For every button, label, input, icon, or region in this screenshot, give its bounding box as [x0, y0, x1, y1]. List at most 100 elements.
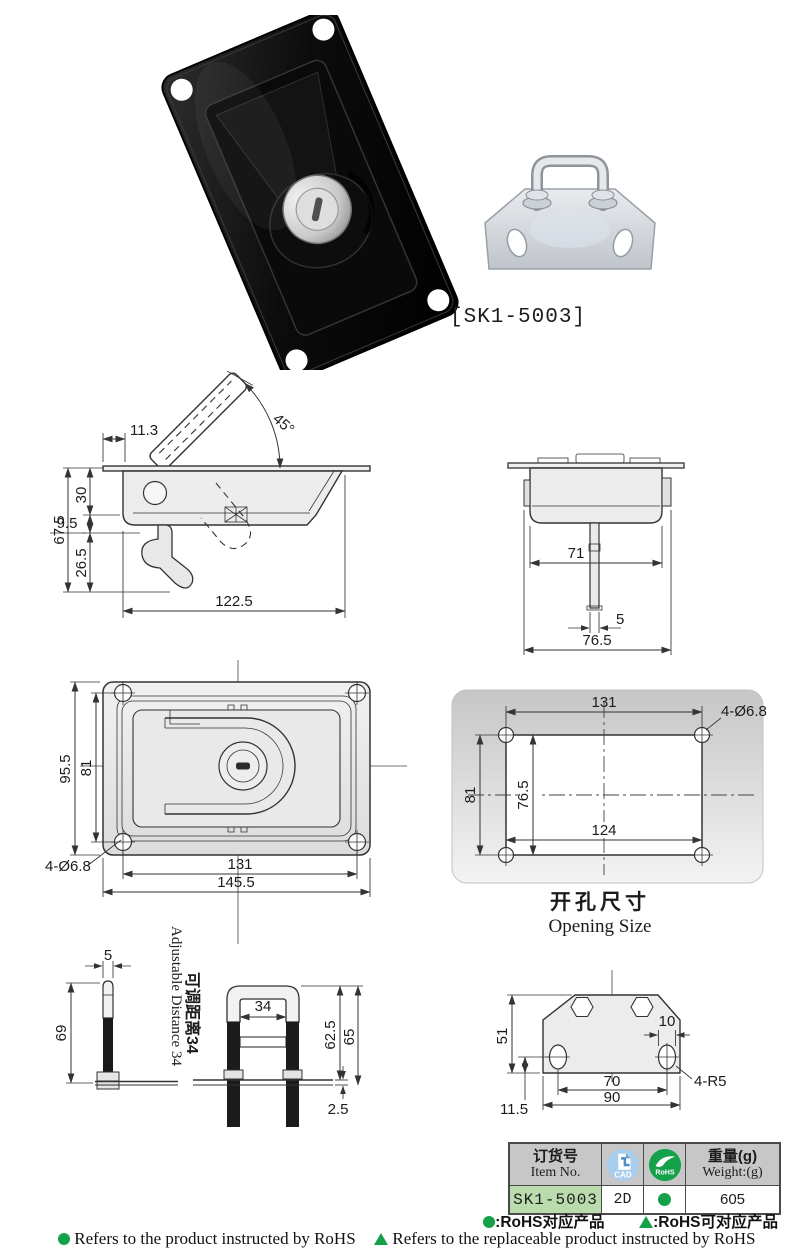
cad-icon: CAD [606, 1148, 639, 1181]
keeper-outline [542, 994, 681, 1074]
dim-26-5: 26.5 [73, 548, 90, 577]
dimension-lines [475, 706, 722, 856]
rohs-dot-icon [658, 1193, 671, 1206]
header-weight-en: Weight:(g) [702, 1165, 763, 1180]
dim-81: 81 [462, 787, 479, 804]
header-item-en: Item No. [530, 1165, 581, 1180]
mount-hole [285, 349, 308, 370]
cad-value: 2D [602, 1186, 644, 1213]
dim-67-5: 67.5 [51, 515, 68, 544]
dim-65: 65 [341, 1029, 358, 1046]
pawl-open-dashed [200, 482, 252, 550]
legend-en-tri-text: Refers to the replaceable product instru… [392, 1229, 756, 1248]
product-code-label: [SK1-5003] [450, 306, 587, 329]
dim-131: 131 [227, 856, 252, 873]
mount-hole [427, 289, 450, 312]
rohs-icon: RoHS [648, 1148, 681, 1181]
header-item-zh: 订货号 [532, 1148, 578, 1165]
rohs-dot-icon [483, 1216, 496, 1228]
legend-zh-tri-text: :RoHS可对应产品 [653, 1214, 778, 1231]
latch-stem [589, 522, 600, 609]
rohs-triangle-icon [639, 1216, 654, 1228]
legend-en-dot-text: Refers to the product instructed by RoHS [74, 1229, 356, 1248]
header-cad: CAD [602, 1144, 644, 1186]
hex-hole [570, 996, 594, 1018]
keeper-slot [506, 228, 528, 258]
dim-131: 131 [591, 694, 616, 711]
legend-zh: :RoHS对应产品 :RoHS可对应产品 [400, 1210, 778, 1232]
u-bolt-drawing: 34 62.5 65 2.5 [193, 985, 363, 1127]
dimension-lines [239, 985, 363, 1099]
dim-2-5: 2.5 [328, 1101, 349, 1118]
dim-95-5: 95.5 [57, 754, 74, 783]
front-view-drawing: 95.5 81 4-Ø6.8 131 145.5 [45, 660, 407, 944]
dim-11-3: 11.3 [130, 422, 158, 439]
dim-51: 51 [494, 1028, 511, 1045]
mount-hole [312, 18, 335, 41]
paddle-open-45 [149, 370, 253, 471]
centerlines [468, 702, 755, 875]
header-weight: 重量(g) Weight:(g) [686, 1144, 779, 1186]
spec-table-header: 订货号 Item No. CAD RoHS 重量(g) Weight:(g) [510, 1144, 779, 1186]
striker-bolt-side-drawing: 5 69 [53, 947, 178, 1090]
dimension-lines [523, 510, 672, 655]
dim-76-5: 76.5 [582, 632, 611, 649]
dim-145-5: 145.5 [217, 874, 255, 891]
dimension-lines [70, 681, 371, 897]
u-bolt-outline [193, 985, 333, 1127]
rohs-dot-icon [58, 1233, 70, 1245]
opening-size-caption: 开孔尺寸 Opening Size [435, 886, 765, 938]
dim-69: 69 [53, 1025, 70, 1042]
header-weight-zh: 重量(g) [707, 1148, 758, 1165]
header-item: 订货号 Item No. [510, 1144, 602, 1186]
dim-holes: 4-Ø6.8 [45, 858, 91, 875]
latch-photo [161, 15, 459, 370]
dim-5: 5 [104, 947, 112, 964]
keyhole [311, 197, 323, 222]
hex-hole [630, 996, 654, 1018]
dim-10: 10 [659, 1013, 676, 1030]
weight-value: 605 [719, 1191, 746, 1208]
dim-holes: 4-Ø6.8 [721, 703, 767, 720]
dim-45deg: 45° [269, 410, 297, 438]
mount-holes [111, 681, 369, 854]
dim-30: 30 [73, 487, 90, 504]
dim-5: 5 [616, 611, 624, 628]
dim-62-5: 62.5 [322, 1020, 339, 1049]
rohs-value [644, 1186, 686, 1213]
dim-71: 71 [568, 545, 585, 562]
keyhole [236, 762, 250, 770]
spec-table: 订货号 Item No. CAD RoHS 重量(g) Weight:(g) [508, 1142, 781, 1215]
dim-4-r5: 4-R5 [694, 1073, 727, 1090]
rohs-icon-label: RoHS [655, 1168, 675, 1176]
header-rohs: RoHS [644, 1144, 686, 1186]
legend-zh-dot-text: :RoHS对应产品 [495, 1214, 605, 1231]
rohs-triangle-icon [374, 1233, 389, 1245]
latch-side-outline [102, 465, 371, 589]
dim-70: 70 [604, 1073, 621, 1090]
latch-top-outline [507, 453, 685, 611]
spec-table-row: SK1-5003 2D 605 [510, 1186, 779, 1213]
dim-34: 34 [255, 998, 272, 1015]
latch-pawl [141, 524, 194, 589]
item-number: SK1-5003 [510, 1186, 602, 1213]
cad-icon-label: CAD [614, 1170, 632, 1179]
side-view-drawing: 11.3 45° 30 9.5 26.5 67.5 122.5 [50, 370, 371, 618]
dim-76-5: 76.5 [515, 780, 532, 809]
wire-loop-handle [522, 155, 618, 211]
dim-81: 81 [78, 760, 95, 777]
dimension-lines [507, 994, 693, 1110]
dimension-lines [50, 382, 346, 618]
dim-124: 124 [591, 822, 616, 839]
latch-body [161, 15, 459, 370]
latch-front-outline [102, 681, 371, 856]
keeper-slot [612, 228, 634, 258]
mount-hole [170, 78, 193, 101]
opening-caption-zh: 开孔尺寸 [550, 891, 650, 914]
legend-en: Refers to the product instructed by RoHS… [58, 1229, 798, 1249]
opening-size-drawing: 131 4-Ø6.8 81 76.5 124 [451, 689, 767, 884]
keeper-photo [484, 155, 656, 270]
mount-holes [495, 724, 713, 866]
bolt-outline [95, 980, 178, 1090]
dimension-lines [66, 961, 131, 1084]
